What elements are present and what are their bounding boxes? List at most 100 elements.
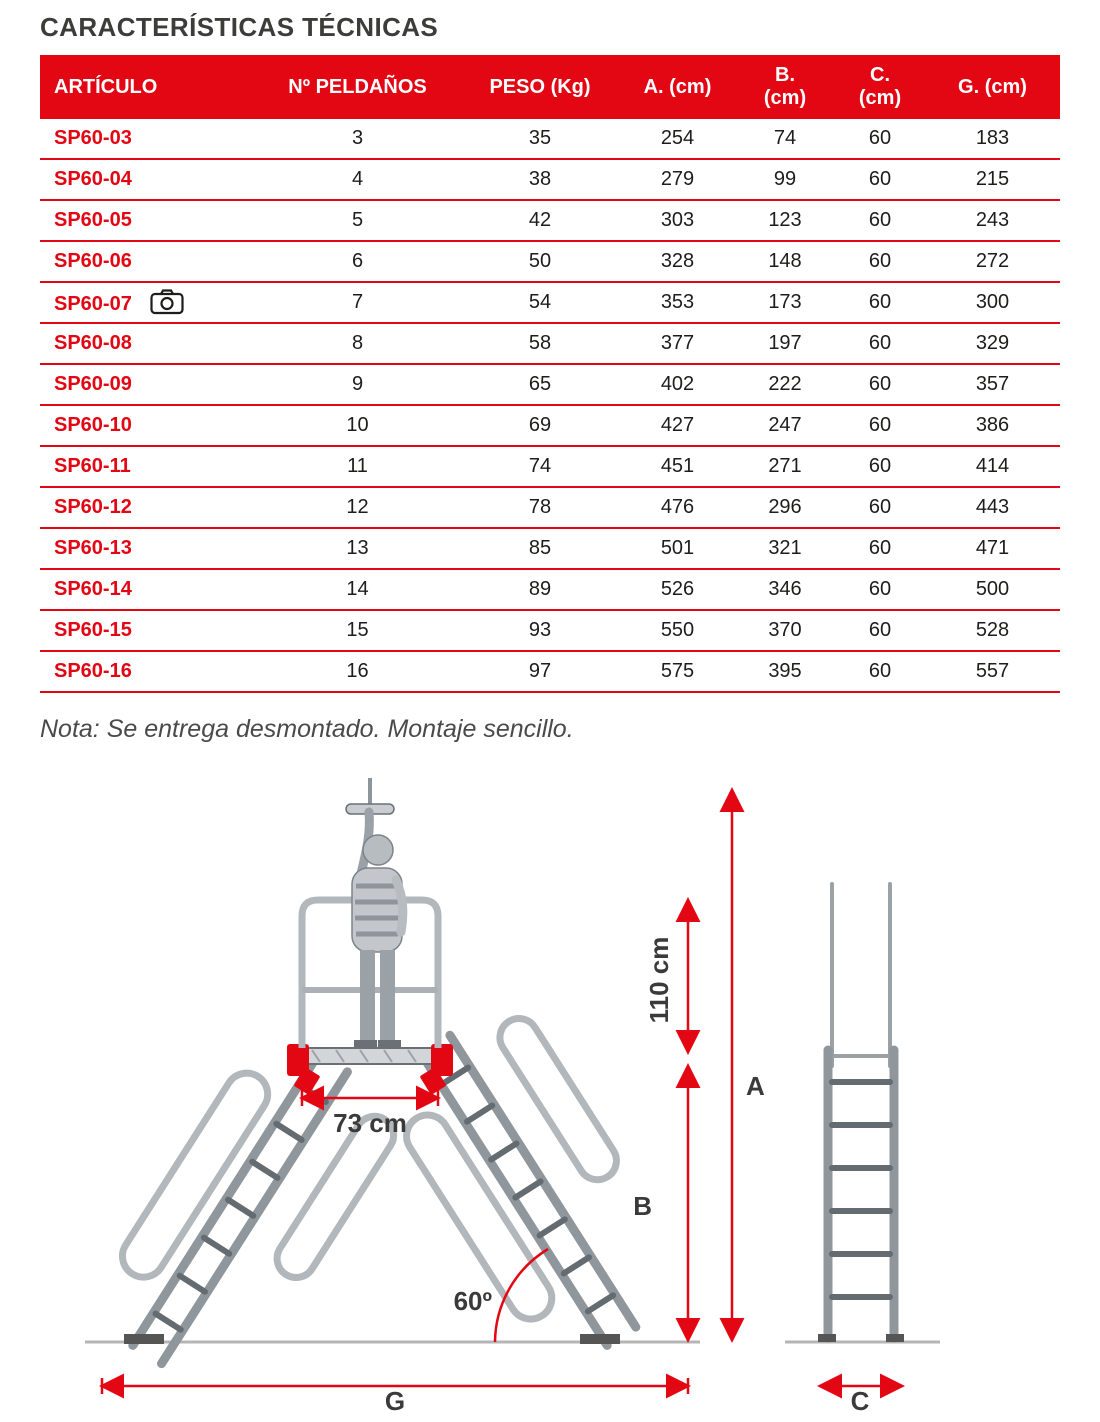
- header-peldanos: Nº PELDAÑOS: [255, 55, 460, 119]
- value-cell: 60: [835, 405, 925, 447]
- value-cell: 370: [735, 610, 835, 652]
- value-cell: 377: [620, 323, 735, 365]
- articulo-label: SP60-12: [54, 496, 132, 518]
- value-cell: 60: [835, 528, 925, 570]
- value-cell: 471: [925, 528, 1060, 570]
- value-cell: 38: [460, 159, 620, 201]
- value-cell: 60: [835, 610, 925, 652]
- value-cell: 183: [925, 119, 1060, 160]
- value-cell: 500: [925, 569, 1060, 611]
- value-cell: 42: [460, 200, 620, 242]
- value-cell: 357: [925, 364, 1060, 406]
- dim-c-label: C: [851, 1386, 870, 1414]
- front-right-ladder: [403, 1015, 641, 1350]
- value-cell: 11: [255, 446, 460, 488]
- articulo-cell: SP60-13: [40, 528, 255, 570]
- value-cell: 10: [255, 405, 460, 447]
- value-cell: 60: [835, 241, 925, 283]
- value-cell: 54: [460, 282, 620, 324]
- articulo-cell: SP60-09: [40, 364, 255, 406]
- value-cell: 197: [735, 323, 835, 365]
- articulo-cell: SP60-15: [40, 610, 255, 652]
- value-cell: 526: [620, 569, 735, 611]
- value-cell: 451: [620, 446, 735, 488]
- articulo-cell: SP60-07: [40, 282, 255, 324]
- header-g: G. (cm): [925, 55, 1060, 119]
- articulo-label: SP60-07: [54, 293, 132, 315]
- value-cell: 279: [620, 159, 735, 201]
- articulo-label: SP60-09: [54, 373, 132, 395]
- value-cell: 575: [620, 651, 735, 693]
- camera-icon[interactable]: [150, 289, 184, 315]
- value-cell: 65: [460, 364, 620, 406]
- value-cell: 12: [255, 487, 460, 529]
- value-cell: 254: [620, 119, 735, 160]
- value-cell: 60: [835, 159, 925, 201]
- articulo-label: SP60-15: [54, 619, 132, 641]
- value-cell: 85: [460, 528, 620, 570]
- dim-73-label: 73 cm: [333, 1108, 407, 1138]
- articulo-label: SP60-04: [54, 168, 132, 190]
- value-cell: 501: [620, 528, 735, 570]
- value-cell: 215: [925, 159, 1060, 201]
- value-cell: 296: [735, 487, 835, 529]
- value-cell: 300: [925, 282, 1060, 324]
- value-cell: 328: [620, 241, 735, 283]
- value-cell: 99: [735, 159, 835, 201]
- value-cell: 7: [255, 282, 460, 324]
- value-cell: 60: [835, 487, 925, 529]
- articulo-cell: SP60-04: [40, 159, 255, 201]
- value-cell: 4: [255, 159, 460, 201]
- value-cell: 272: [925, 241, 1060, 283]
- value-cell: 60: [835, 323, 925, 365]
- value-cell: 60: [835, 119, 925, 160]
- value-cell: 89: [460, 569, 620, 611]
- value-cell: 353: [620, 282, 735, 324]
- value-cell: 74: [460, 446, 620, 488]
- value-cell: 14: [255, 569, 460, 611]
- value-cell: 414: [925, 446, 1060, 488]
- value-cell: 60: [835, 446, 925, 488]
- angle-label: 60º: [454, 1286, 493, 1316]
- header-articulo: ARTÍCULO: [40, 55, 255, 119]
- person-figure: [351, 807, 408, 1048]
- front-left-ladder: [118, 1049, 398, 1369]
- value-cell: 69: [460, 405, 620, 447]
- value-cell: 427: [620, 405, 735, 447]
- value-cell: 243: [925, 200, 1060, 242]
- value-cell: 443: [925, 487, 1060, 529]
- value-cell: 247: [735, 405, 835, 447]
- value-cell: 271: [735, 446, 835, 488]
- value-cell: 550: [620, 610, 735, 652]
- value-cell: 123: [735, 200, 835, 242]
- header-c: C. (cm): [835, 55, 925, 119]
- specs-table-header: ARTÍCULO Nº PELDAÑOS PESO (Kg) A. (cm) B…: [40, 55, 1060, 119]
- value-cell: 78: [460, 487, 620, 529]
- value-cell: 6: [255, 241, 460, 283]
- value-cell: 58: [460, 323, 620, 365]
- left-foot: [124, 1334, 164, 1344]
- front-view-diagram: [118, 778, 641, 1369]
- value-cell: 15: [255, 610, 460, 652]
- value-cell: 9: [255, 364, 460, 406]
- articulo-label: SP60-05: [54, 209, 132, 231]
- articulo-label: SP60-13: [54, 537, 132, 559]
- value-cell: 50: [460, 241, 620, 283]
- value-cell: 222: [735, 364, 835, 406]
- value-cell: 303: [620, 200, 735, 242]
- value-cell: 476: [620, 487, 735, 529]
- specs-table: ARTÍCULO Nº PELDAÑOS PESO (Kg) A. (cm) B…: [40, 55, 1060, 693]
- value-cell: 528: [925, 610, 1060, 652]
- articulo-cell: SP60-06: [40, 241, 255, 283]
- value-cell: 13: [255, 528, 460, 570]
- value-cell: 93: [460, 610, 620, 652]
